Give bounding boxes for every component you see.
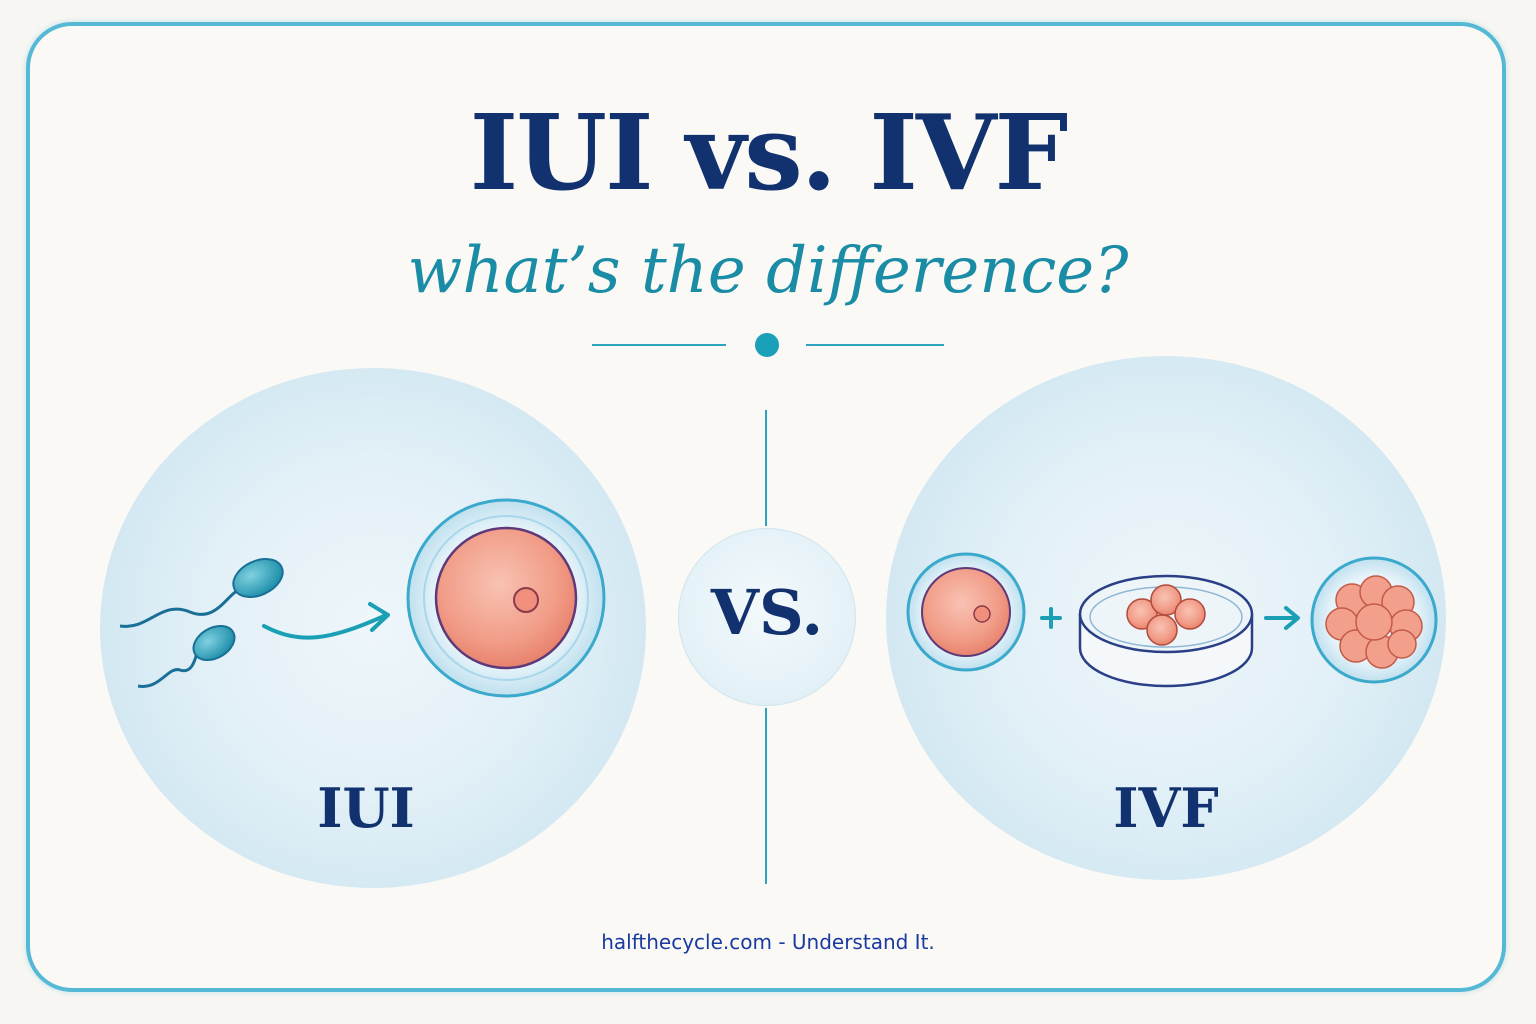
divider-line-right bbox=[806, 344, 944, 346]
divider-line-left bbox=[592, 344, 726, 346]
vertical-divider-bottom bbox=[765, 708, 767, 884]
vertical-divider-top bbox=[765, 410, 767, 526]
ivf-label: IVF bbox=[1113, 776, 1219, 840]
page-title: IUI vs. IVF bbox=[469, 91, 1069, 214]
vs-badge bbox=[678, 528, 856, 706]
page-subtitle: what’s the difference? bbox=[407, 234, 1129, 308]
vs-label: VS. bbox=[710, 576, 824, 649]
divider-dot bbox=[755, 333, 779, 357]
iui-label: IUI bbox=[317, 776, 415, 840]
footer-link[interactable]: halfthecycle.com - Understand It. bbox=[601, 930, 935, 954]
